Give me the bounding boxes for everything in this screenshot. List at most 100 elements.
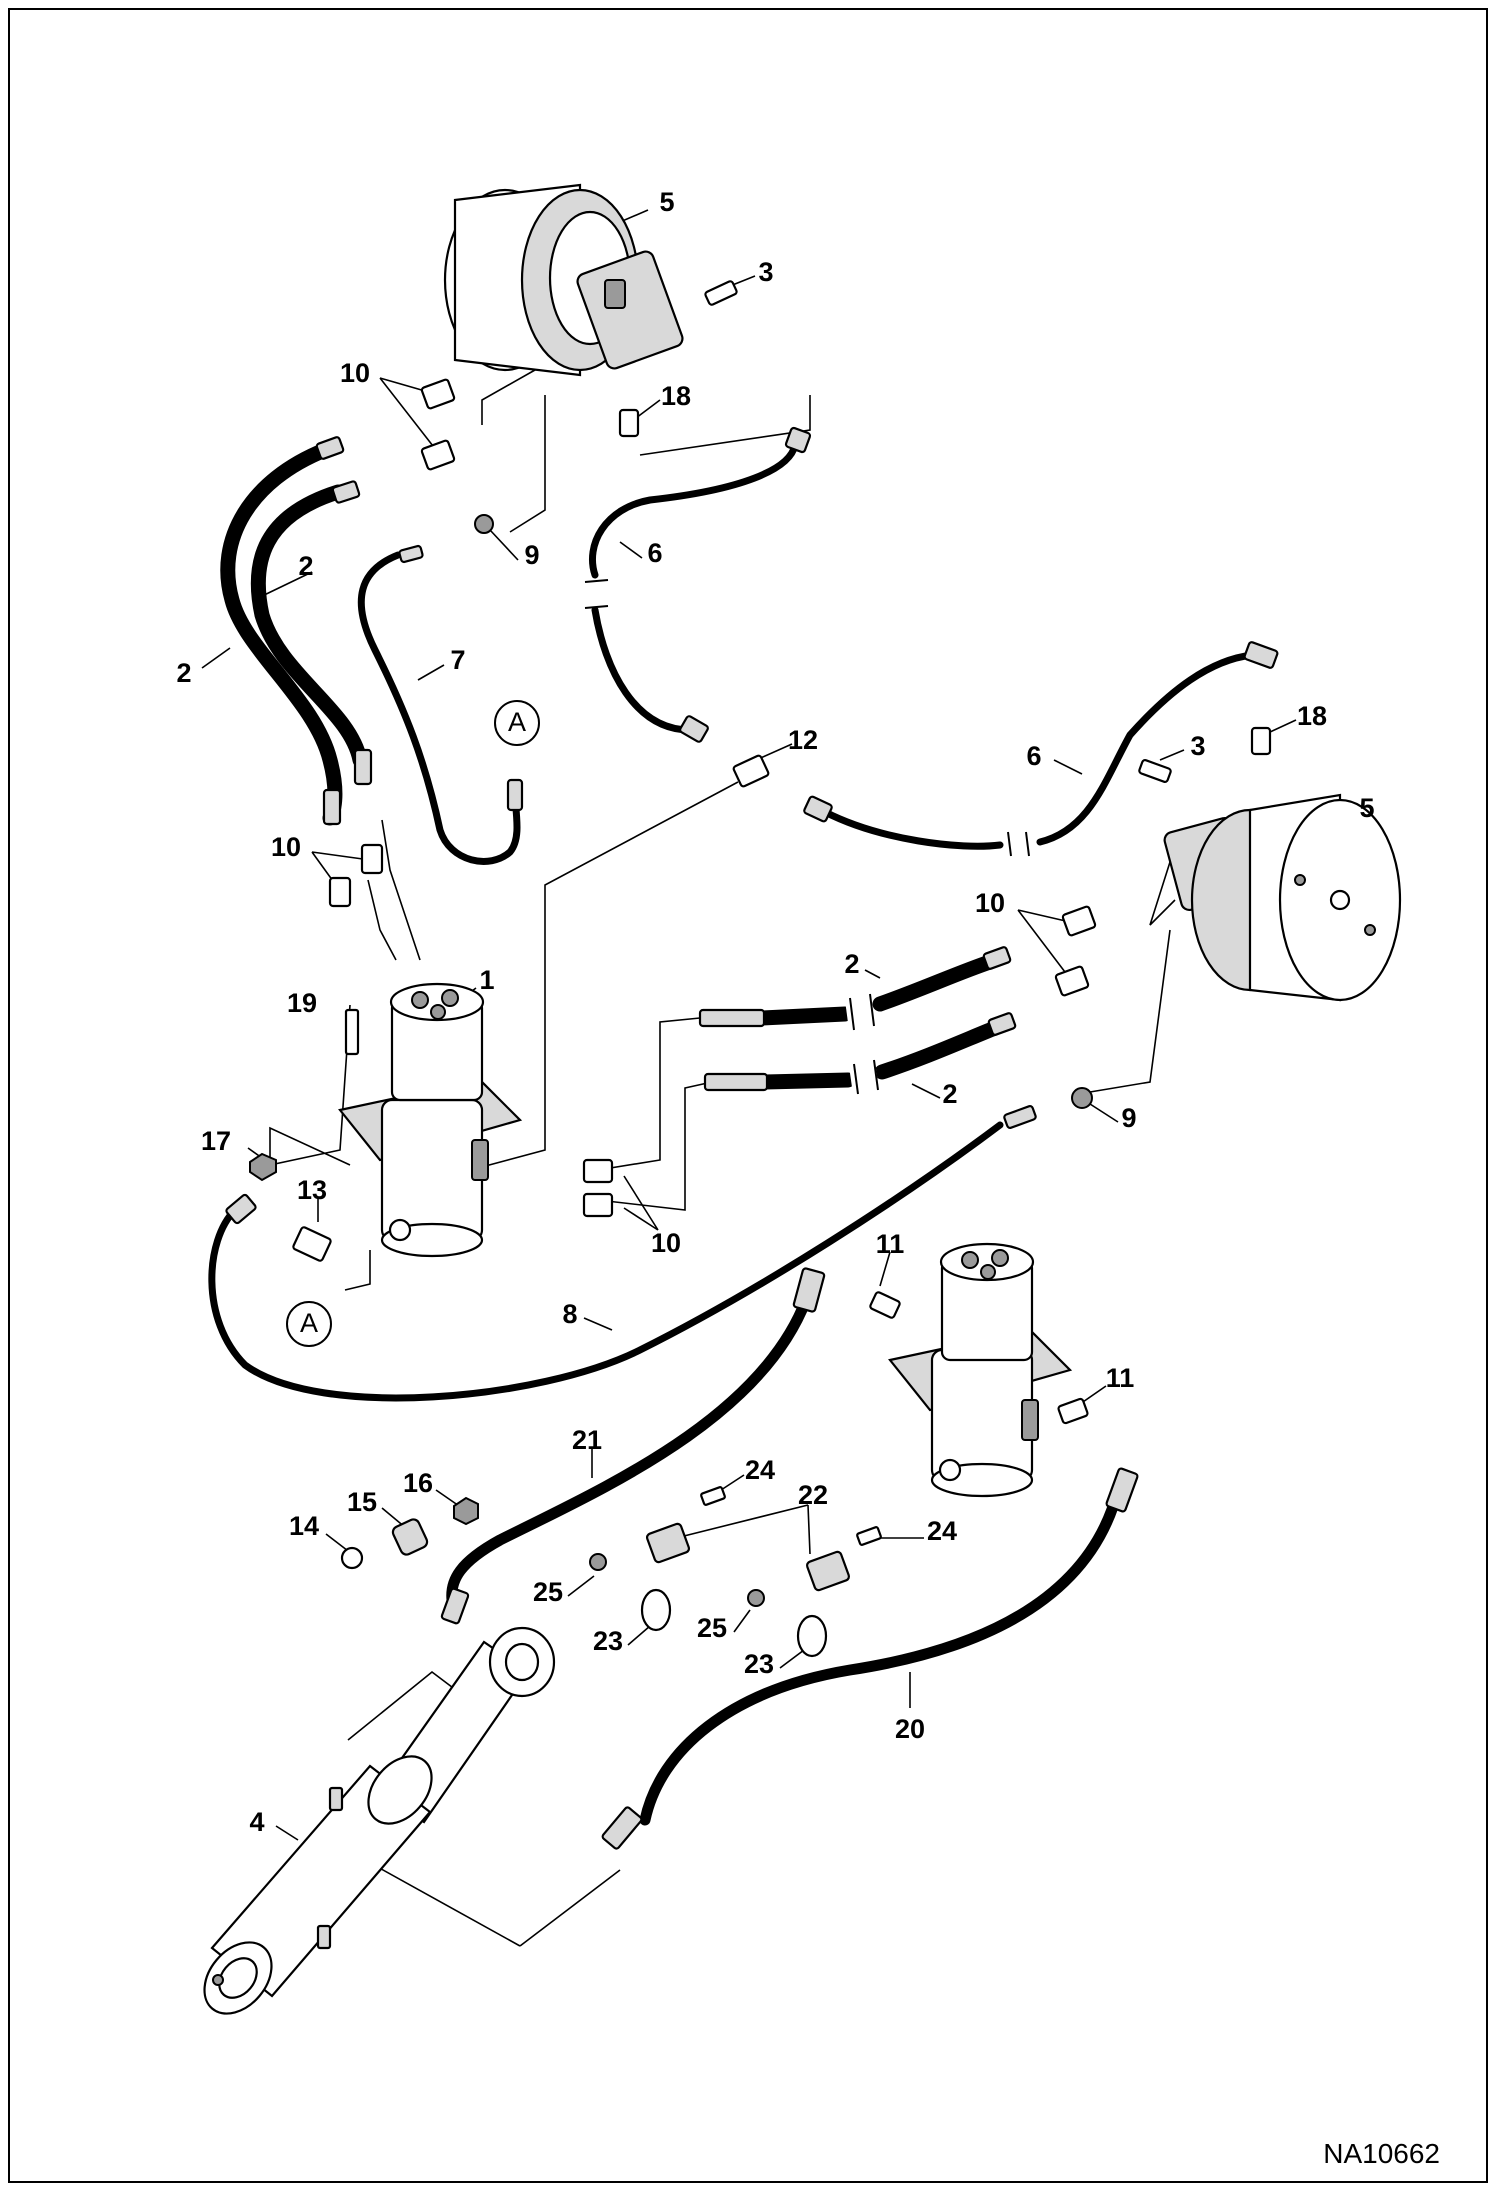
travel-motor-5-top	[443, 183, 684, 377]
callout-c9b: 9	[1121, 1103, 1136, 1133]
callout-c24a: 24	[745, 1455, 775, 1485]
bracket-22-b	[805, 1550, 851, 1592]
callout-c10a: 10	[340, 358, 370, 388]
hose-6-upper	[588, 441, 799, 579]
clamp-23-a	[640, 1588, 672, 1632]
fitting-9-b	[1071, 1087, 1093, 1109]
fitting-10-g	[582, 1158, 614, 1184]
fitting-10-e	[1061, 905, 1097, 937]
fitting-18-b	[1250, 726, 1272, 756]
callout-c21: 21	[572, 1425, 602, 1455]
drawing-code: NA10662	[1323, 2138, 1440, 2169]
bolt-19	[344, 1008, 360, 1056]
callout-c2b: 2	[176, 658, 191, 688]
callout-c1: 1	[479, 965, 494, 995]
hose-2-mid-b	[872, 954, 998, 1012]
travel-motor-5-right	[1163, 793, 1402, 1002]
fitting-11-b	[1057, 1397, 1089, 1425]
view-ref-circle	[494, 700, 540, 746]
hose-2-upper-b	[250, 484, 368, 768]
callout-c14: 14	[289, 1511, 319, 1541]
bolt-24-b	[856, 1526, 882, 1546]
callout-c9a: 9	[524, 540, 539, 570]
swivel-joint-1	[338, 982, 523, 1258]
hose-20	[639, 1484, 1124, 1826]
callout-c2d: 2	[942, 1079, 957, 1109]
callout-c10c: 10	[975, 888, 1005, 918]
view-ref-letter: A	[300, 1308, 318, 1338]
callout-c11b: 11	[1106, 1363, 1135, 1393]
nut-17	[249, 1152, 277, 1182]
hose-6-middle	[591, 606, 694, 734]
tee-13	[292, 1226, 332, 1262]
callout-c10b: 10	[271, 832, 301, 862]
callout-c23b: 23	[744, 1649, 774, 1679]
bolt-24-a	[700, 1486, 726, 1506]
hose-2-mid-c	[757, 1072, 856, 1090]
bolt-3-b	[1138, 759, 1172, 783]
hose-2-upper-a	[220, 442, 343, 826]
nut-16	[453, 1496, 479, 1526]
callout-c6a: 6	[647, 538, 662, 568]
view-ref-circle	[286, 1301, 332, 1347]
fitting-10-b	[420, 439, 456, 471]
callout-c24b: 24	[927, 1516, 957, 1546]
hose-2-mid-a	[754, 1006, 853, 1026]
callout-c22: 22	[798, 1480, 828, 1510]
view-ref-ra1: A	[494, 700, 540, 746]
bracket-22-a	[645, 1522, 691, 1564]
drawing-frame	[8, 8, 1488, 2183]
fitting-10-a	[420, 378, 456, 410]
nut-25-b	[747, 1589, 765, 1607]
callout-c23a: 23	[593, 1626, 623, 1656]
hose-21	[446, 1294, 812, 1606]
callout-c7: 7	[450, 645, 465, 675]
callout-c25a: 25	[533, 1577, 563, 1607]
callout-c25b: 25	[697, 1613, 727, 1643]
tee-12	[732, 754, 770, 788]
callout-c18a: 18	[661, 381, 691, 411]
clamp-15	[391, 1518, 429, 1556]
view-ref-letter: A	[508, 707, 526, 737]
callout-c3a: 3	[758, 257, 773, 287]
swivel-joint-lower	[888, 1242, 1073, 1498]
washer-14	[340, 1546, 364, 1570]
small-fittings	[249, 280, 1272, 1658]
callout-c20: 20	[895, 1714, 925, 1744]
callout-c3b: 3	[1190, 731, 1205, 761]
callout-c2c: 2	[844, 949, 859, 979]
fitting-9-a	[474, 514, 494, 534]
bolt-3-a	[704, 280, 738, 306]
fitting-10-f	[1054, 965, 1090, 997]
nut-25-a	[589, 1553, 607, 1571]
fitting-11-a	[869, 1291, 901, 1319]
hose-7	[357, 551, 521, 865]
callout-c2a: 2	[298, 551, 313, 581]
hose-6-lower	[821, 808, 1004, 850]
hose-6-right	[1036, 651, 1256, 846]
fitting-10-h	[582, 1192, 614, 1218]
hose-8	[208, 1121, 1004, 1402]
callout-c12: 12	[788, 725, 818, 755]
callout-c4: 4	[249, 1807, 264, 1837]
callout-c15: 15	[347, 1487, 377, 1517]
break-mark-ticks	[584, 579, 1030, 1095]
callout-c16: 16	[403, 1468, 433, 1498]
hoses	[208, 441, 1256, 1826]
leader-lines	[201, 209, 1353, 1947]
break-marks	[579, 582, 1031, 1095]
clamp-23-b	[796, 1614, 828, 1658]
callout-c5a: 5	[659, 187, 674, 217]
callout-c10d: 10	[651, 1228, 681, 1258]
callout-c17: 17	[201, 1126, 231, 1156]
callout-c18b: 18	[1297, 701, 1327, 731]
hose-2-mid-d	[874, 1020, 1003, 1080]
callout-c11a: 11	[876, 1229, 905, 1259]
fitting-10-c	[328, 876, 352, 908]
fitting-18-a	[618, 408, 640, 438]
hose-fittings	[225, 426, 1279, 1850]
view-references: AA	[286, 700, 540, 1347]
callout-c8: 8	[562, 1299, 577, 1329]
